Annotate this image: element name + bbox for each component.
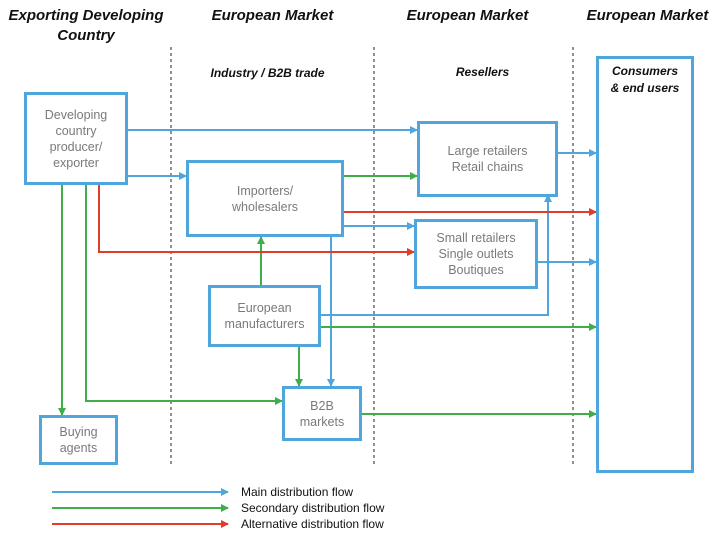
- flow-manufacturers-to-large-retailers: [321, 194, 552, 316]
- node-b2b-markets: B2B markets: [282, 386, 362, 441]
- legend-alternative-label: Alternative distribution flow: [241, 517, 384, 531]
- flow-producer-to-b2b: [85, 185, 283, 405]
- subheader-industry-b2b: Industry / B2B trade: [210, 66, 325, 80]
- header-european-market-2: European Market: [406, 7, 529, 24]
- legend-main-label: Main distribution flow: [241, 485, 354, 499]
- node-small-retailers: Small retailers Single outlets Boutiques: [414, 219, 538, 289]
- column-dividers: [170, 47, 574, 465]
- node-producer-exporter: Developing country producer/ exporter: [24, 92, 128, 185]
- subheader-resellers: Resellers: [455, 65, 510, 79]
- node-large-retailers: Large retailers Retail chains: [417, 121, 558, 197]
- node-european-manufacturers: European manufacturers: [208, 285, 321, 347]
- header-european-market-1: European Market: [211, 7, 334, 24]
- flow-producer-to-small-retailers: [98, 185, 415, 256]
- node-consumers-end-users: Consumers & end users: [596, 56, 694, 473]
- legend-secondary-label: Secondary distribution flow: [241, 501, 385, 515]
- header-european-market-3: European Market: [586, 7, 709, 24]
- header-exporting-country: Exporting Developing Country: [8, 7, 164, 44]
- node-buying-agents: Buying agents: [39, 415, 118, 465]
- node-importers-wholesalers: Importers/ wholesalers: [186, 160, 344, 237]
